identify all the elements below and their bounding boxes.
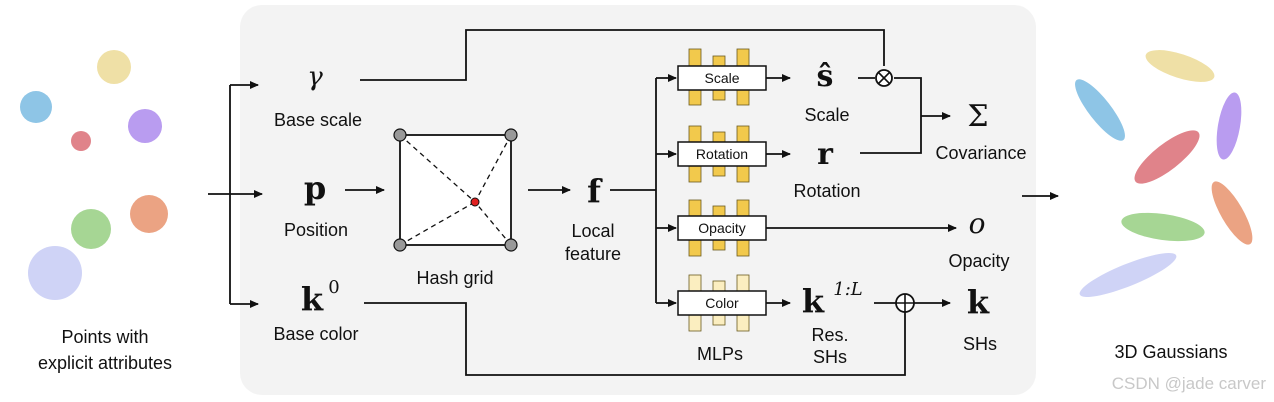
res-shs-label-line2: SHs — [813, 347, 847, 367]
local-feature-label-line2: feature — [565, 244, 621, 264]
shs-symbol: k — [967, 283, 990, 321]
mlp-rotation: Rotation — [677, 125, 767, 183]
opacity-label: Opacity — [948, 251, 1009, 271]
mlp-opacity: Opacity — [677, 199, 767, 257]
pipeline-panel — [240, 5, 1036, 395]
position-label: Position — [284, 220, 348, 240]
mlps-caption: MLPs — [697, 344, 743, 364]
scale-label: Scale — [804, 105, 849, 125]
output-gaussians — [1075, 50, 1253, 297]
covariance-symbol: Σ — [967, 99, 988, 134]
mlp-scale-label: Scale — [704, 70, 739, 86]
opacity-symbol: o — [969, 207, 986, 240]
mlp-scale: Scale — [677, 48, 767, 106]
base-color-sup: 0 — [328, 277, 339, 298]
base-color-label: Base color — [273, 324, 358, 344]
connector-lines — [345, 29, 1059, 376]
base-scale-label: Base scale — [274, 110, 362, 130]
mlp-rotation-label: Rotation — [696, 146, 748, 162]
mlp-color-label: Color — [705, 295, 739, 311]
points-caption-line2: explicit attributes — [38, 353, 172, 373]
rotation-symbol: r — [817, 137, 834, 172]
hash-grid — [393, 128, 518, 252]
local-feature-label-line1: Local — [571, 221, 614, 241]
mlp-color: Color — [677, 274, 767, 332]
shs-label: SHs — [963, 334, 997, 354]
covariance-label: Covariance — [935, 143, 1026, 163]
scale-hat-symbol: ŝ — [817, 59, 834, 94]
base-scale-symbol: γ — [307, 62, 323, 92]
res-shs-symbol: k — [802, 282, 825, 320]
watermark: CSDN @jade carver — [1112, 374, 1267, 393]
res-shs-label-line1: Res. — [811, 325, 848, 345]
mlp-opacity-label: Opacity — [698, 220, 745, 236]
gaussians-caption: 3D Gaussians — [1114, 342, 1227, 362]
position-symbol: p — [304, 169, 326, 207]
input-split-lines — [208, 81, 263, 308]
res-shs-sup: 1:L — [833, 279, 862, 300]
input-points — [20, 50, 168, 300]
hash-grid-label: Hash grid — [416, 268, 493, 288]
points-caption-line1: Points with — [61, 327, 148, 347]
local-feature-symbol: f — [587, 172, 603, 210]
rotation-label: Rotation — [793, 181, 860, 201]
base-color-symbol: k — [301, 280, 324, 318]
